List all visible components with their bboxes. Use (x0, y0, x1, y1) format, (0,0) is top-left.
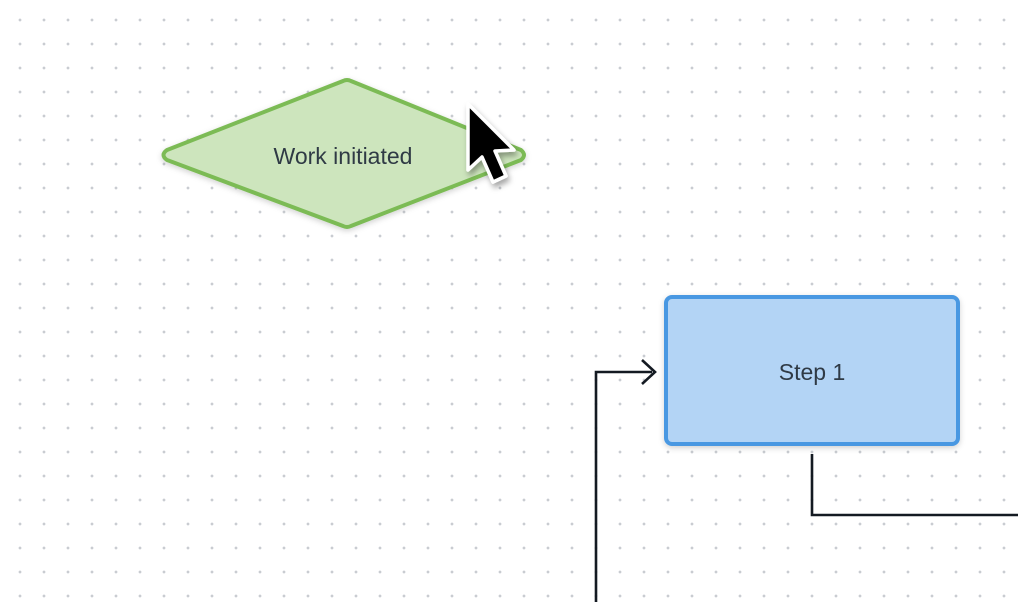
process-shape-step-1[interactable]: Step 1 (664, 295, 960, 446)
decision-shape-work-initiated[interactable]: Work initiated (161, 78, 526, 229)
decision-diamond (161, 78, 526, 229)
decision-label: Work initiated (274, 143, 413, 169)
arrow-pointer-icon (466, 102, 516, 184)
connector-out-of-step-1[interactable] (810, 454, 1018, 517)
arrowhead-into-step-1 (641, 359, 657, 385)
process-label: Step 1 (779, 359, 846, 385)
process-rectangle (664, 295, 960, 446)
connector-into-step-1[interactable] (594, 370, 652, 602)
